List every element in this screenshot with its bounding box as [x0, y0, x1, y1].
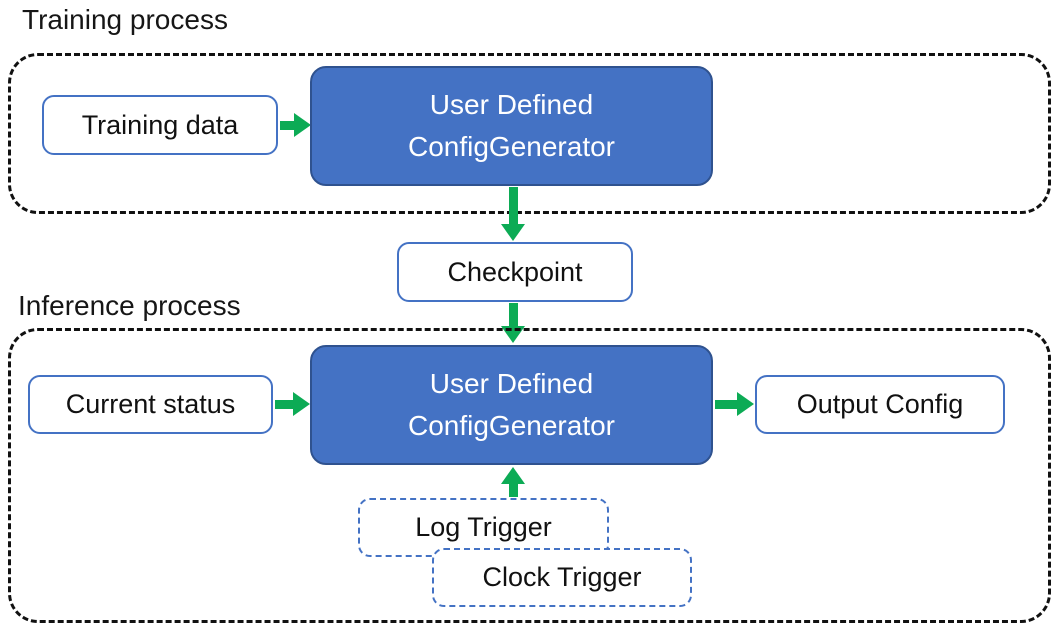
- checkpoint-node: Checkpoint: [397, 242, 633, 302]
- log-trigger-node: Log Trigger: [358, 498, 609, 557]
- current-status-node: Current status: [28, 375, 273, 434]
- inference-process-container: [8, 328, 1051, 623]
- config-generator-inference-line1: User Defined: [429, 368, 594, 399]
- training-process-container: [8, 53, 1051, 214]
- training-process-label: Training process: [22, 4, 228, 35]
- config-generator-training-line2: ConfigGenerator: [407, 131, 615, 162]
- config-generator-inference-line2: ConfigGenerator: [407, 410, 615, 441]
- clock-trigger-node: Clock Trigger: [432, 548, 692, 607]
- config-generator-inference-node: User Defined ConfigGenerator: [310, 345, 713, 465]
- inference-process-label: Inference process: [18, 290, 241, 321]
- config-generator-training-line1: User Defined: [429, 89, 594, 120]
- training-data-node: Training data: [42, 95, 278, 155]
- config-generator-training-node: User Defined ConfigGenerator: [310, 66, 713, 186]
- output-config-node: Output Config: [755, 375, 1005, 434]
